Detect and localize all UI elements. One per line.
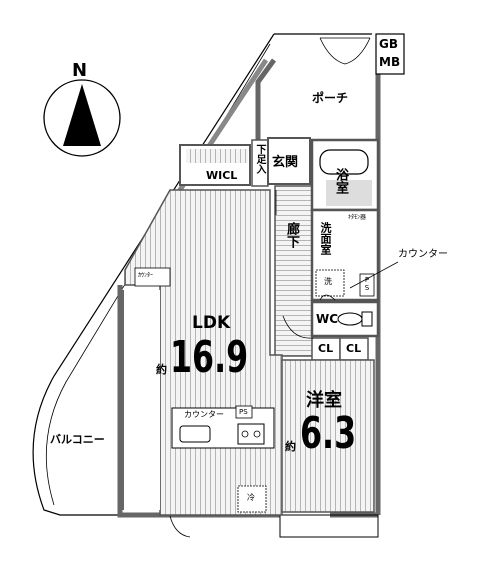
mb-label: MB <box>379 55 401 69</box>
water-heater-label: ｷﾀﾓﾝ器 <box>348 214 367 221</box>
sink-icon <box>179 425 211 443</box>
balcony-outline <box>32 33 372 516</box>
ps-kitchen-label: PS <box>239 408 248 416</box>
compass-arrow-icon <box>63 84 101 146</box>
ps-right-label: PS <box>363 276 371 292</box>
entrance-room <box>267 137 311 185</box>
kitchen-counter <box>171 407 275 449</box>
hallway-floor <box>274 185 314 357</box>
bath-floor <box>326 180 372 206</box>
door-swings <box>169 190 336 538</box>
fridge-label: 冷 <box>247 493 255 502</box>
wicl-label: WICL <box>206 169 238 182</box>
ldk-prefix-label: 約 <box>156 363 167 376</box>
toilet-tank-icon <box>361 311 373 327</box>
western-room-floor <box>281 359 375 513</box>
western-prefix-label: 約 <box>285 440 296 453</box>
entrance-label: 玄関 <box>272 155 299 170</box>
gb-label: GB <box>379 37 398 51</box>
ps-box-right <box>359 273 375 297</box>
western-size-label: 6.3 <box>300 408 357 459</box>
wc-room <box>310 300 380 338</box>
balcony-rail-inner <box>45 43 271 506</box>
entry-doors <box>319 37 371 65</box>
kitchen-counter-label: カウンター <box>184 410 224 419</box>
washer-box <box>315 269 345 297</box>
washroom-label: 洗面室 <box>319 222 332 255</box>
wicl-shelf <box>186 149 248 163</box>
ldk-name-label: LDK <box>192 313 231 333</box>
gb-mb-box <box>375 33 405 75</box>
balcony-counter-box <box>134 267 171 287</box>
wc-label: WC <box>316 312 339 326</box>
hallway-label: 廊下 <box>284 222 299 248</box>
porch-label: ポーチ <box>312 91 349 105</box>
bathtub-icon <box>319 149 369 175</box>
window-wall <box>122 290 160 510</box>
compass <box>43 79 121 157</box>
balcony-label: バルコニー <box>50 433 105 446</box>
western-name-label: 洋室 <box>306 390 342 411</box>
washer-label: 洗 <box>324 277 332 286</box>
counter-callout-label: カウンター <box>398 249 448 260</box>
counter-small-label: ｶｳﾝﾀｰ <box>138 272 154 279</box>
stove-icon <box>237 423 265 445</box>
bath-label: 浴室 <box>333 168 348 194</box>
balcony-edge-box <box>279 514 379 538</box>
shoe-storage-label: 下足入 <box>254 144 265 174</box>
compass-north-label: N <box>72 60 88 81</box>
fridge-box <box>237 485 267 513</box>
ldk-size-label: 16.9 <box>170 332 249 383</box>
ps-kitchen-box <box>235 405 253 419</box>
closet-2-label: CL <box>346 342 362 355</box>
counter-callout-line <box>349 261 399 289</box>
closet-1-label: CL <box>318 342 334 355</box>
